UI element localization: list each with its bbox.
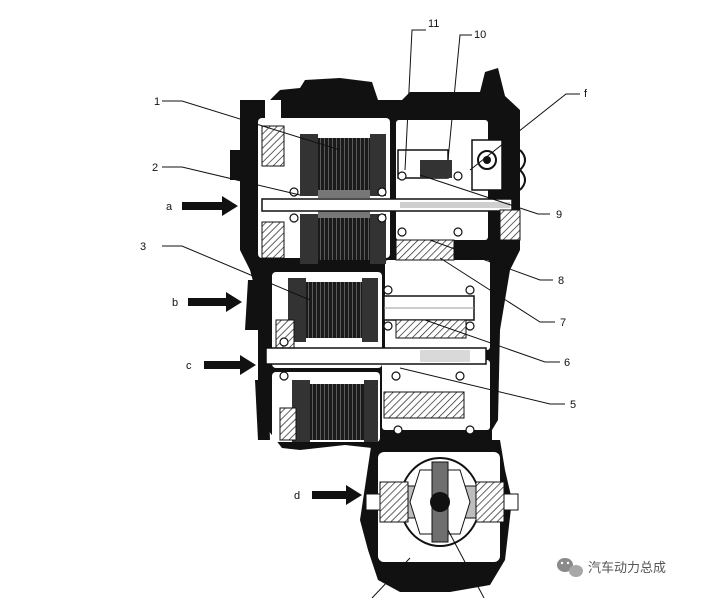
leader-f	[469, 93, 580, 171]
wechat-icon	[557, 558, 583, 577]
label-9: 9	[556, 209, 562, 221]
leader-10	[447, 34, 472, 161]
label-c: c	[186, 360, 192, 372]
output-shaft	[265, 347, 487, 365]
leader-11	[404, 29, 426, 171]
leader-3	[162, 245, 311, 301]
label-7: 7	[560, 317, 566, 329]
gears	[383, 149, 467, 419]
leader-bottom-left	[371, 557, 411, 598]
label-3: 3	[140, 241, 146, 253]
watermark-text: 汽车动力总成	[588, 560, 666, 576]
arrow-b	[188, 292, 242, 312]
label-b: b	[172, 297, 178, 309]
label-1: 1	[154, 96, 160, 108]
label-a: a	[166, 201, 173, 213]
label-6: 6	[564, 357, 570, 369]
label-10: 10	[474, 29, 486, 41]
bearings	[279, 171, 475, 435]
countershaft	[383, 295, 475, 321]
label-f: f	[584, 88, 588, 100]
leader-9	[419, 174, 550, 215]
watermark: 汽车动力总成	[557, 558, 666, 577]
arrow-a	[182, 196, 238, 216]
leader-lines	[162, 29, 580, 598]
lower-motor	[275, 278, 378, 442]
differential	[365, 457, 519, 547]
leader-6	[424, 319, 560, 363]
label-11: 11	[428, 18, 439, 30]
leader-1	[162, 100, 341, 151]
leader-7	[439, 257, 555, 323]
arrow-d	[312, 485, 362, 505]
upper-motor	[261, 125, 386, 264]
leader-bottom-right	[447, 529, 485, 598]
label-2: 2	[152, 162, 158, 174]
label-8: 8	[558, 275, 564, 287]
leader-5	[399, 367, 565, 405]
input-arrows	[182, 196, 362, 505]
diagram-labels: 1 2 3 11 10 f 9 8 7 6 5 a b c d	[140, 18, 588, 502]
label-d: d	[294, 490, 300, 502]
input-shaft	[261, 198, 513, 212]
arrow-c	[204, 355, 256, 375]
label-5: 5	[570, 399, 576, 411]
leader-2	[162, 166, 301, 196]
leader-8	[429, 239, 553, 281]
